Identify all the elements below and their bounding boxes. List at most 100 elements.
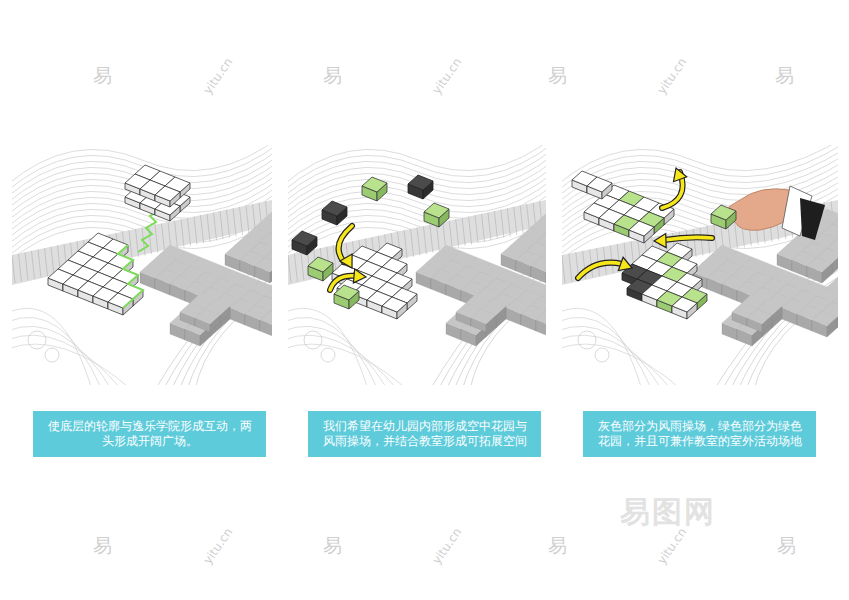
tree-symbol [321,348,335,362]
arrow-outline [664,237,712,240]
slope-hatch [162,223,165,251]
contour-line [562,326,662,385]
slope-hatch [227,210,230,238]
floating-cube-top [408,175,433,190]
arrow-body [330,276,356,290]
slope-hatch [136,229,139,257]
floating-cube-top [292,231,317,246]
caption-box: 灰色部分为风雨操场，绿色部分为绿色花园，并且可兼作教室的室外活动场地 [583,411,816,457]
slope-hatch [610,245,613,273]
slope-hatch [301,252,304,280]
slope-hatch [562,255,565,283]
outline-highlight [138,210,160,252]
panel-2 [288,145,546,385]
slope-band [288,200,546,285]
slope-hatch [469,217,472,245]
road-line [738,274,838,385]
watermark: 易 [775,63,794,89]
slope-hatch [501,210,504,238]
arrow-head [340,254,352,268]
slope-hatch [700,228,703,256]
road-line [171,267,272,385]
floating-cube-top [308,257,333,272]
contour-line [12,153,272,203]
road-line [714,253,838,385]
slope-hatch [45,248,48,276]
watermark: yitu.cn [201,525,236,566]
existing-building-top [531,257,546,272]
road-line [430,253,546,385]
floating-cube-top [322,201,347,216]
arrow-head [618,257,632,270]
outline-highlight [118,245,143,308]
floating-cube-top [362,177,387,192]
slope-hatch [411,229,414,257]
existing-building-top [471,309,496,324]
slope-hatch [194,217,197,245]
tree-symbol [578,331,596,349]
watermark: 易 [323,533,342,559]
tree-symbol [595,348,609,362]
slope-hatch [423,226,426,254]
slope-hatch [294,254,297,282]
contour-line [12,326,112,385]
contour-line [562,344,682,385]
road-line [179,274,272,385]
slope-hatch [404,230,407,258]
contour-line [12,344,132,385]
watermark: 易 [93,63,112,89]
caption-box: 我们希望在幼儿园内部形成空中花园与风雨操场，并结合教室形成可拓展空间 [308,411,541,457]
road-line [155,253,272,385]
caption-text: 我们希望在幼儿园内部形成空中花园与风雨操场，并结合教室形成可拓展空间 [318,419,531,449]
slope-hatch [246,206,249,234]
tree-symbol [28,331,46,349]
slope-hatch [32,251,35,279]
tree-symbol [45,348,59,362]
slope-hatch [207,214,210,242]
contour-line [12,308,92,385]
watermark: yitu.cn [201,55,236,96]
podium-grid-top [382,297,407,312]
slope-hatch [38,250,41,278]
slope-hatch [129,230,132,258]
existing-building-top [195,309,220,324]
slope-hatch [19,254,22,282]
watermark: yitu.cn [655,55,690,96]
slope-hatch [520,206,523,234]
panel-ground [288,145,546,385]
watermark: yitu.cn [430,525,465,566]
contour-line [562,145,838,191]
slope-hatch [214,212,217,240]
road-line [454,274,546,385]
slope-hatch [220,211,223,239]
existing-building-top [255,257,272,272]
panel-1 [12,145,272,385]
slope-hatch [475,215,478,243]
existing-building-top [260,311,272,326]
contour-line [12,159,272,209]
slope-hatch [240,207,243,235]
slope-hatch [456,219,459,247]
slope-hatch [155,225,158,253]
slope-band [12,200,272,285]
contour-line [288,308,368,385]
caption-box: 使底层的轮廓与逸乐学院形成互动，两头形成开阔广场。 [33,411,266,457]
arrow-head [654,234,666,248]
existing-building-top [536,311,546,326]
slope-hatch [482,214,485,242]
slope-hatch [25,252,28,280]
contour-line [12,165,272,215]
contour-line [288,344,408,385]
arrow-head [674,168,687,182]
arrow-outline [330,276,356,290]
arrow-head [353,269,366,283]
podium-grid-top [672,297,697,312]
slope-hatch [488,212,491,240]
slope-hatch [494,211,497,239]
caption-text: 使底层的轮廓与逸乐学院形成互动，两头形成开阔广场。 [43,419,256,449]
road-line [163,260,272,385]
watermark: 易 [777,533,796,559]
held-cube-top [711,205,736,220]
slope-hatch [417,228,420,256]
watermark: 易 [548,63,567,89]
